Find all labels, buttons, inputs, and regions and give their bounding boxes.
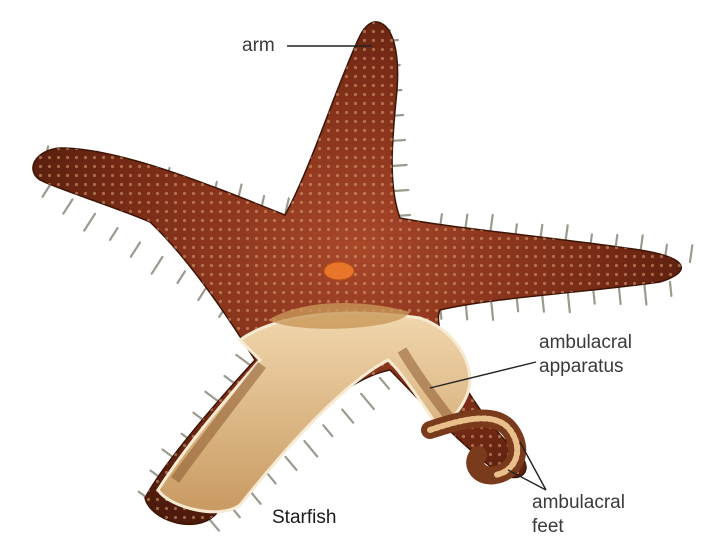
ambulacral-apparatus-label-line2: apparatus <box>539 356 624 378</box>
spine <box>63 199 72 213</box>
spine <box>619 287 621 304</box>
madreporite <box>324 262 354 280</box>
spine <box>593 290 594 304</box>
spine <box>690 245 692 262</box>
spine <box>380 378 389 389</box>
spine <box>394 190 408 191</box>
spine <box>43 185 51 197</box>
diagram-title: Starfish <box>272 507 336 529</box>
spine <box>323 425 332 436</box>
spine <box>286 457 297 470</box>
spine <box>131 243 140 257</box>
spine <box>84 214 95 231</box>
spine <box>267 473 276 484</box>
spine <box>517 297 518 311</box>
spine <box>361 394 374 409</box>
spine <box>644 285 646 305</box>
spine <box>670 282 671 296</box>
spine <box>542 295 544 312</box>
spine <box>178 271 186 283</box>
arm-label: arm <box>242 35 275 57</box>
ambulacral-feet-label-line1: ambulacral <box>532 492 625 514</box>
spine <box>491 300 493 320</box>
spine <box>152 257 163 274</box>
spine <box>236 355 250 365</box>
spine <box>342 410 353 423</box>
spine <box>110 228 118 240</box>
spine <box>304 441 317 456</box>
ambulacral-feet-label-line2: feet <box>532 516 564 538</box>
spine <box>568 292 570 312</box>
spine <box>210 520 219 531</box>
starfish-body <box>33 22 681 524</box>
ambulacral-apparatus-label-line1: ambulacral <box>539 332 632 354</box>
